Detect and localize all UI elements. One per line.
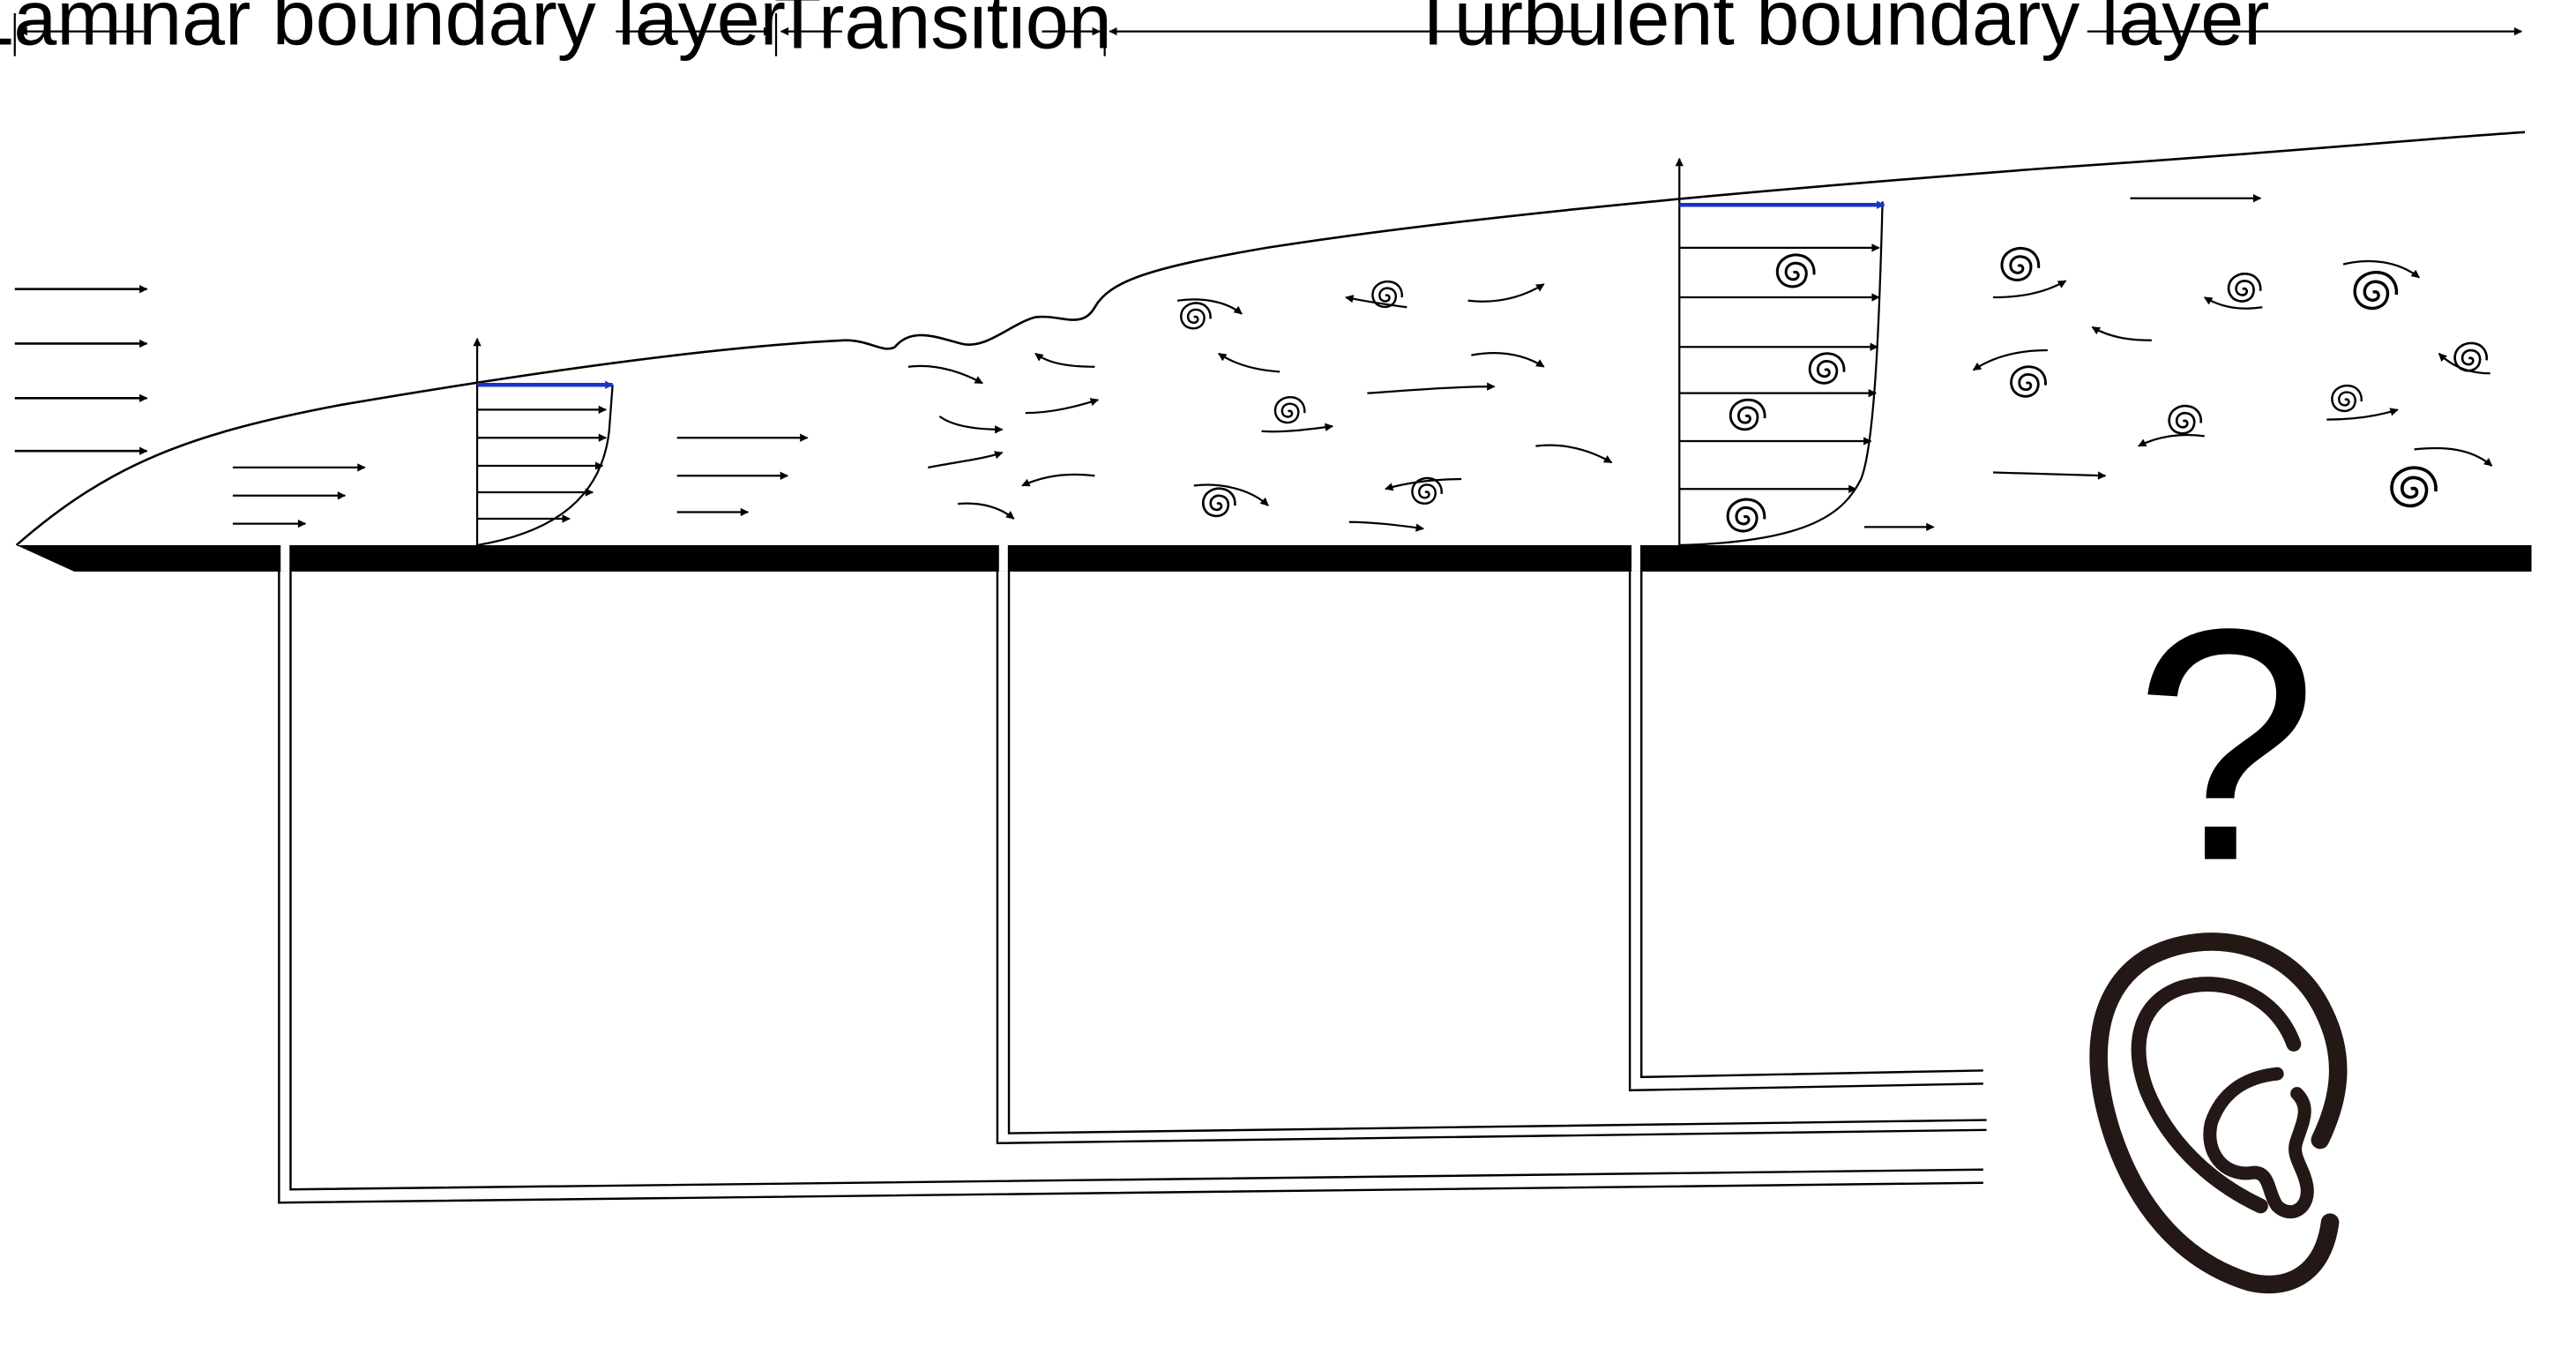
- laminar-velocity-profile: [473, 337, 614, 547]
- spiral-vortex-icon: [2227, 273, 2262, 303]
- spiral-vortex-icon: [1411, 476, 1443, 505]
- spiral-vortex-icon: [1201, 487, 1236, 518]
- spiral-vortex-icon: [2390, 466, 2438, 508]
- spiral-vortex-icon: [1273, 396, 1306, 424]
- laminar-flow-arrows: [232, 433, 809, 528]
- tube-transition: [996, 544, 1987, 1145]
- turbulent-velocity-profile: [1675, 157, 1935, 547]
- question-mark: ?: [2134, 561, 2318, 930]
- turbulent-eddies-b: [1972, 194, 2493, 508]
- spiral-vortex-icon: [2331, 384, 2363, 413]
- tap-hole-walls: [278, 544, 1643, 572]
- spiral-vortex-icon: [2168, 404, 2203, 435]
- spiral-vortex-icon: [1371, 280, 1404, 309]
- region-label-turbulent: Turbulent boundary layer: [1409, 0, 2269, 62]
- tube-laminar: [278, 544, 1983, 1204]
- spiral-vortex-icon: [1180, 302, 1212, 330]
- spiral-vortex-icon: [1729, 398, 1766, 431]
- flat-plate: [16, 544, 2532, 572]
- tube-turbulent: [1628, 544, 1983, 1092]
- spiral-vortex-icon: [2453, 341, 2489, 372]
- spiral-vortex-icon: [2353, 270, 2399, 311]
- turbulent-eddies-a: [1176, 280, 1613, 532]
- spiral-vortex-icon: [2010, 365, 2048, 398]
- spiral-vortex-icon: [1726, 498, 1766, 533]
- transition-eddy-arrows: [907, 352, 1100, 520]
- region-label-transition: Transition: [774, 0, 1112, 64]
- pressure-tap-tubes: [278, 544, 1987, 1204]
- spiral-vortex-icon: [2000, 246, 2041, 281]
- tap-holes: [280, 544, 1641, 572]
- region-label-laminar: Laminar boundary layer: [0, 0, 786, 62]
- ear-icon: [2089, 932, 2348, 1294]
- boundary-layer-edge: [15, 131, 2526, 546]
- spiral-vortex-icon: [1775, 253, 1816, 288]
- region-dimension-lines: [13, 12, 2523, 56]
- spiral-vortex-icon: [1808, 352, 1846, 385]
- freestream-arrows: [14, 285, 148, 455]
